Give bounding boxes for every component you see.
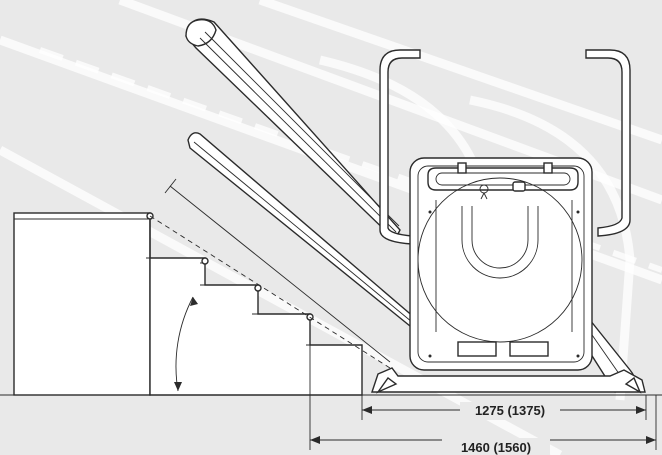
- platform-carriage: [409, 157, 593, 371]
- dimension-outer-label: 1460 (1560): [461, 440, 531, 455]
- right-grab-arm: [585, 49, 631, 237]
- vent-left: [457, 341, 497, 357]
- upper-handrail: [185, 18, 401, 242]
- angle-indicator: [174, 296, 198, 392]
- key-switch-icon: [479, 184, 489, 200]
- stair-steps: [146, 213, 363, 396]
- control-panel-icon: [512, 181, 526, 192]
- stair-nosings: [146, 212, 314, 321]
- left-grab-arm: [379, 49, 421, 245]
- dimension-inner: 1275 (1375): [362, 402, 646, 420]
- dimension-outer: 1460 (1560): [310, 436, 656, 455]
- vent-right: [509, 341, 549, 357]
- dimension-inner-label: 1275 (1375): [475, 403, 545, 418]
- pitch-line: [149, 215, 391, 369]
- stair-landing: [13, 212, 151, 396]
- platform-base: [371, 367, 646, 394]
- rail-offset-measure: [164, 178, 391, 363]
- dimension-extension-lines: [309, 395, 657, 450]
